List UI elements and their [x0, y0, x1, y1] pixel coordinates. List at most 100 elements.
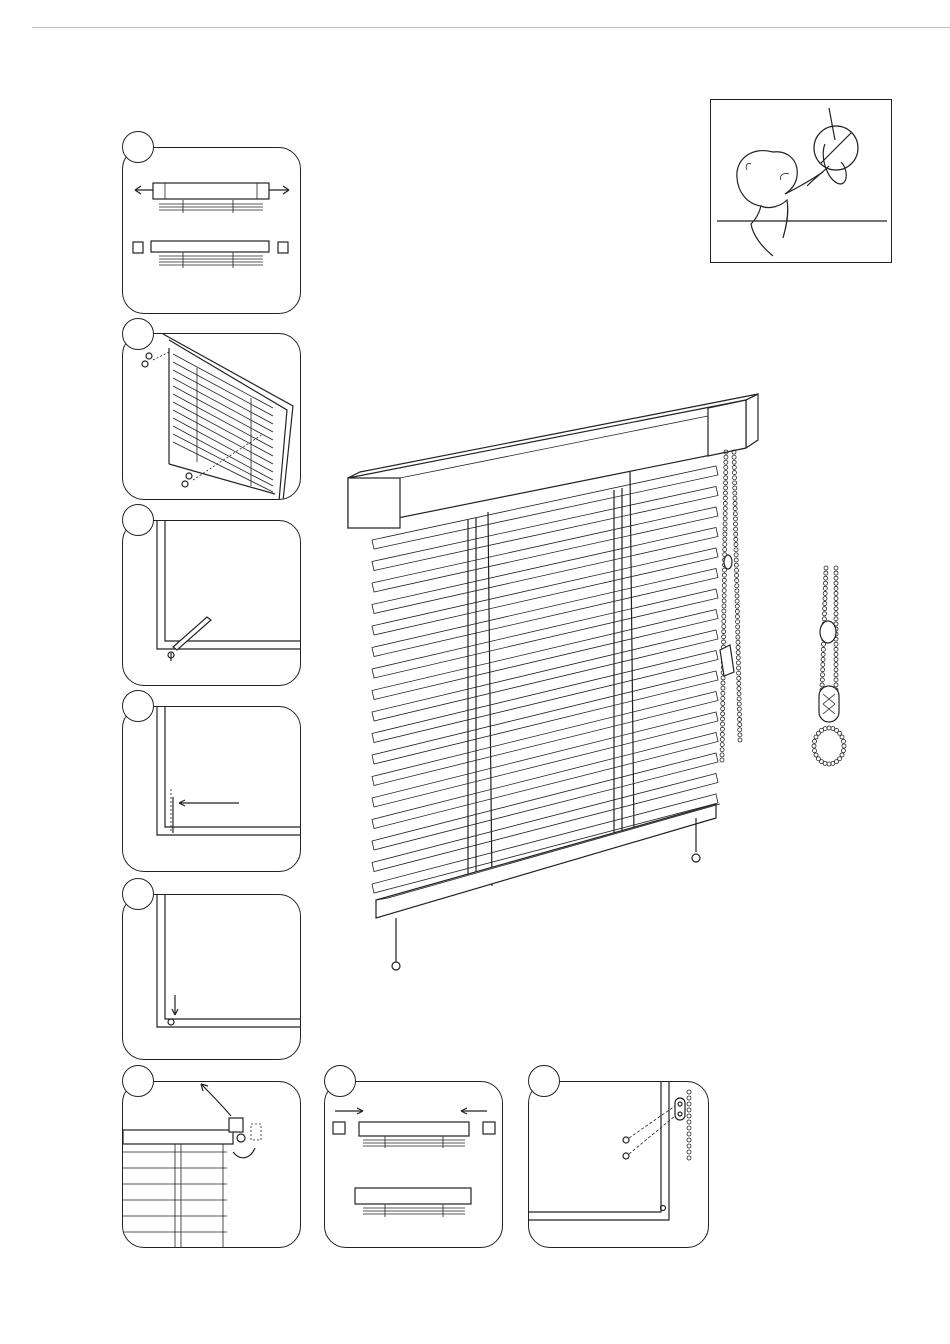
- step-1-badge: [122, 131, 154, 163]
- step-6-badge: [122, 1065, 154, 1097]
- chain-bead: [820, 678, 824, 682]
- chain-bead: [834, 642, 838, 646]
- chain-bead: [734, 563, 738, 567]
- step-7-badge: [324, 1065, 356, 1097]
- window-corner-measure-icon: [123, 707, 301, 872]
- chain-bead: [734, 532, 738, 536]
- step-2-badge: [122, 318, 154, 350]
- chain-bead: [824, 581, 828, 585]
- chain-bead: [720, 727, 724, 731]
- blind-slat: [372, 507, 718, 592]
- chain-bead: [721, 707, 725, 711]
- chain-bead: [722, 619, 726, 623]
- chain-bead: [722, 604, 726, 608]
- chain-bead: [723, 532, 727, 536]
- chain-bead: [723, 506, 727, 510]
- chain-bead: [722, 573, 726, 577]
- chain-bead: [720, 722, 724, 726]
- chain-bead: [734, 558, 738, 562]
- chain-bead: [823, 727, 827, 731]
- chain-bead: [737, 692, 741, 696]
- chain-bead: [723, 512, 727, 516]
- chain-bead: [734, 568, 738, 572]
- chain-bead: [738, 728, 742, 732]
- chain-bead: [834, 658, 838, 662]
- chain-bead: [722, 640, 726, 644]
- chain-bead: [834, 597, 838, 601]
- chain-bead: [840, 753, 844, 757]
- window-corner-tool-icon: [123, 521, 301, 686]
- chain-bead: [834, 566, 838, 570]
- cord-guide-screw-icon: [529, 1082, 709, 1248]
- chain-bead: [841, 749, 845, 753]
- step-8-panel: [528, 1081, 709, 1248]
- chain-bead: [736, 620, 740, 624]
- chain-bead: [834, 607, 838, 611]
- chain-bead: [823, 612, 827, 616]
- chain-bead: [721, 686, 725, 690]
- chain-bead: [733, 512, 737, 516]
- screw-mount-icon: [123, 334, 301, 500]
- chain-bead: [735, 579, 739, 583]
- chain-bead: [821, 652, 825, 656]
- bracket-insert-icon: [325, 1082, 503, 1248]
- chain-bead: [738, 733, 742, 737]
- chain-bead: [735, 615, 739, 619]
- chain-bead: [722, 578, 726, 582]
- chain-bead: [722, 630, 726, 634]
- chain-bead: [834, 581, 838, 585]
- chain-bead: [733, 507, 737, 511]
- step-4-badge: [122, 690, 154, 722]
- chain-bead: [734, 553, 738, 557]
- chain-bead: [735, 594, 739, 598]
- chain-bead: [814, 753, 818, 757]
- chain-bead: [824, 566, 828, 570]
- chain-bead: [735, 604, 739, 608]
- chain-bead: [724, 476, 728, 480]
- chain-bead: [723, 537, 727, 541]
- chain-bead: [735, 573, 739, 577]
- chain-bead: [721, 702, 725, 706]
- chain-bead: [732, 471, 736, 475]
- chain-bead: [738, 717, 742, 721]
- chain-bead: [722, 625, 726, 629]
- chain-bead: [724, 465, 728, 469]
- chain-bead: [721, 681, 725, 685]
- chain-connector-detail: [800, 560, 870, 770]
- chain-bead: [720, 743, 724, 747]
- chain-bead: [737, 676, 741, 680]
- chain-bead: [736, 656, 740, 660]
- chain-bead: [736, 625, 740, 629]
- chain-bead: [724, 481, 728, 485]
- chain-bead: [723, 501, 727, 505]
- bracket-extend-icon: [123, 148, 301, 314]
- chain-bead: [823, 602, 827, 606]
- chain-bead: [735, 599, 739, 603]
- chain-bead: [721, 717, 725, 721]
- step-5-panel: [122, 894, 301, 1060]
- chain-bead: [827, 726, 831, 730]
- chain-bead: [737, 671, 741, 675]
- chain-bead: [736, 640, 740, 644]
- chain-bead: [834, 683, 838, 687]
- chain-bead: [813, 739, 817, 743]
- chain-bead: [722, 594, 726, 598]
- chain-bead: [722, 614, 726, 618]
- chain-bead: [723, 542, 727, 546]
- chain-bead: [734, 543, 738, 547]
- chain-bead: [834, 673, 838, 677]
- chain-bead: [720, 748, 724, 752]
- chain-bead: [822, 617, 826, 621]
- chain-bead: [736, 651, 740, 655]
- chain-bead: [733, 486, 737, 490]
- chain-bead: [834, 612, 838, 616]
- window-corner-drop-icon: [123, 895, 301, 1060]
- chain-bead: [733, 517, 737, 521]
- chain-bead: [824, 571, 828, 575]
- chain-bead: [834, 576, 838, 580]
- chain-bead: [732, 465, 736, 469]
- chain-bead: [724, 486, 728, 490]
- chain-bead: [814, 735, 818, 739]
- chain-bead: [724, 460, 728, 464]
- chain-bead: [721, 712, 725, 716]
